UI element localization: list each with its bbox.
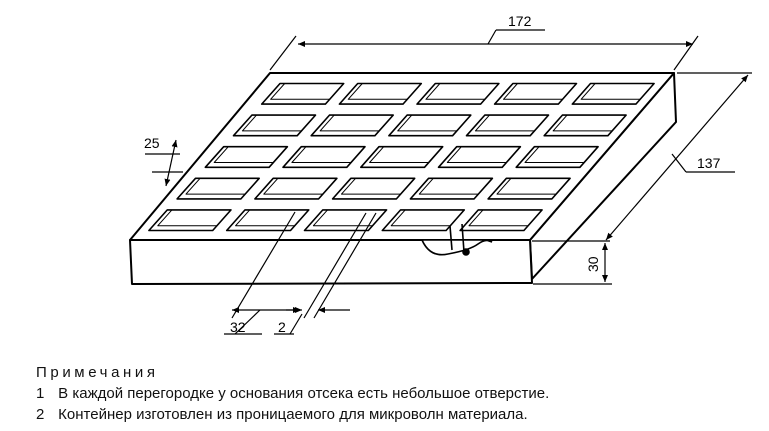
dimension-width-label: 137 [697, 155, 721, 171]
dimension-height [533, 243, 612, 285]
cell-depth-line [213, 146, 274, 163]
dimension-cell [145, 139, 183, 187]
cell-depth-line [503, 83, 563, 100]
dimension-wall-label: 2 [278, 319, 286, 335]
cell-depth-line [312, 209, 373, 227]
cell-depth-line [474, 114, 535, 132]
cell-depth-line [446, 146, 507, 163]
cell-depth-line [263, 177, 323, 195]
cell-depth-line [390, 209, 451, 227]
cell-depth-line [425, 83, 485, 100]
cell-depth-line [552, 114, 613, 132]
cell-depth-line [397, 114, 457, 132]
cell-depth-line [341, 177, 401, 195]
cell-depth-line [241, 114, 302, 132]
dimension-cell-label: 25 [144, 135, 160, 151]
cell-depth-line [524, 146, 585, 163]
cell-depth-line [369, 146, 429, 163]
note-item: 1 В каждой перегородке у основания отсек… [36, 383, 756, 404]
note-item: 2 Контейнер изготовлен из проницаемого д… [36, 404, 756, 425]
cell-depth-line [468, 209, 529, 227]
dimension-pitch [224, 211, 377, 335]
dimension-height-label: 30 [585, 256, 601, 272]
cell-depth-line [319, 114, 380, 132]
cell-depth-line [496, 177, 557, 195]
cell-depth-line [291, 146, 351, 163]
notes-block: Примечания 1 В каждой перегородке у осно… [36, 362, 756, 425]
cell-depth-line [235, 209, 295, 227]
cell-depth-line [270, 83, 330, 100]
partition-notch [420, 223, 493, 256]
cell-depth-line [157, 209, 217, 227]
dimension-width [532, 72, 752, 242]
note-text: В каждой перегородке у основания отсека … [58, 385, 550, 402]
container-drawing: 172 137 30 25 32 2 [129, 13, 752, 335]
note-number: 1 [36, 385, 45, 402]
dimension-length [269, 29, 699, 71]
cell-depth-line [347, 83, 408, 100]
dimension-pitch-label: 32 [230, 319, 246, 335]
notes-title: Примечания [36, 364, 159, 381]
dimension-length-label: 172 [508, 13, 532, 29]
cell-depth-line [418, 177, 479, 195]
note-text: Контейнер изготовлен из проницаемого для… [58, 406, 528, 423]
cell-depth-line [185, 177, 246, 195]
note-number: 2 [36, 406, 45, 423]
